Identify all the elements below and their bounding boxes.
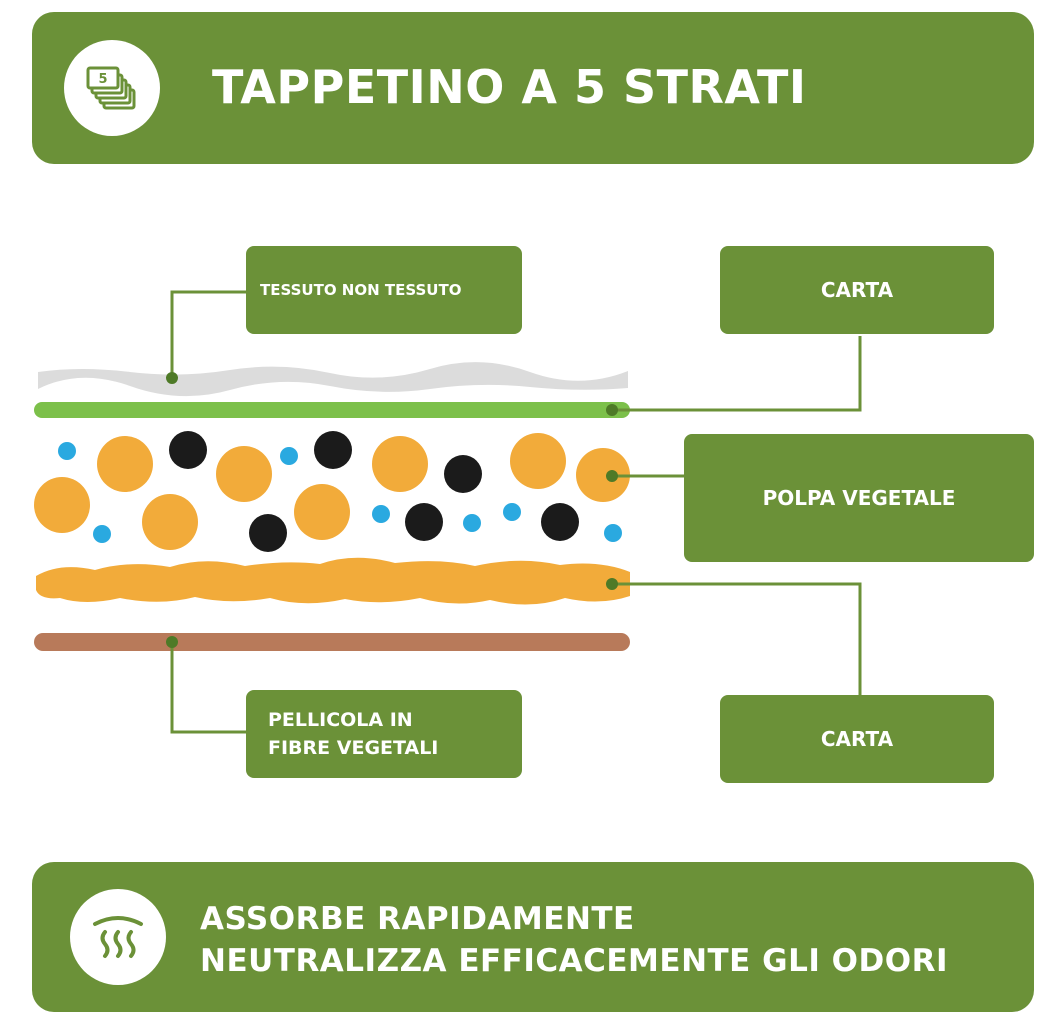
pulp-orange-particle [97, 436, 153, 492]
nonwoven-layer [38, 362, 628, 397]
label-paper-top-text: CARTA [820, 278, 894, 302]
label-film-line1: PELLICOLA IN [268, 709, 413, 731]
badge-number: 5 [98, 72, 107, 87]
pulp-orange-particle [216, 446, 272, 502]
connector-film [170, 642, 246, 734]
pulp-orange-particle [576, 448, 630, 502]
label-film-line2: FIBRE VEGETALI [268, 737, 439, 759]
footer-banner: ASSORBE RAPIDAMENTE NEUTRALIZZA EFFICACE… [32, 862, 1034, 1012]
pulp-black-particle [444, 455, 482, 493]
stacked-layers-icon: 5 [86, 66, 136, 110]
pulp-blue-particle [93, 525, 111, 543]
header-banner: 5 TAPPETINO A 5 STRATI [32, 12, 1034, 164]
paper-top-layer [34, 402, 630, 418]
connector-dot [606, 578, 618, 590]
pulp-blue-particle [503, 503, 521, 521]
header-badge: 5 [64, 40, 160, 136]
connector-dot [606, 404, 618, 416]
film-layer [34, 633, 630, 651]
footer-line-1: ASSORBE RAPIDAMENTE [200, 901, 635, 937]
pulp-black-particle [314, 431, 352, 469]
label-paper-bottom-text: CARTA [820, 727, 894, 751]
paper-bottom-layer [36, 557, 630, 605]
pulp-orange-particle [294, 484, 350, 540]
label-nonwoven-text: TESSUTO NON TESSUTO [260, 281, 462, 299]
label-paper-bottom: CARTA [720, 695, 994, 783]
page-title: TAPPETINO A 5 STRATI [212, 60, 807, 114]
pulp-orange-particle [142, 494, 198, 550]
label-nonwoven: TESSUTO NON TESSUTO [246, 246, 522, 334]
connector-paper-top [612, 336, 862, 412]
pulp-orange-particle [372, 436, 428, 492]
pulp-blue-particle [604, 524, 622, 542]
footer-badge [70, 889, 166, 985]
label-film: PELLICOLA IN FIBRE VEGETALI [246, 690, 522, 778]
pulp-black-particle [405, 503, 443, 541]
connector-dot [166, 372, 178, 384]
label-pulp-text: POLPA VEGETALE [762, 486, 956, 510]
label-paper-top: CARTA [720, 246, 994, 334]
pulp-blue-particle [463, 514, 481, 532]
connector-dot [606, 470, 618, 482]
pulp-blue-particle [280, 447, 298, 465]
pulp-layer [34, 431, 630, 552]
connector-paper-bottom [612, 582, 862, 695]
footer-line-2: NEUTRALIZZA EFFICACEMENTE GLI ODORI [200, 943, 949, 979]
pulp-orange-particle [510, 433, 566, 489]
connector-dot [166, 636, 178, 648]
pulp-black-particle [249, 514, 287, 552]
pulp-blue-particle [58, 442, 76, 460]
pulp-orange-particle [34, 477, 90, 533]
pulp-blue-particle [372, 505, 390, 523]
pulp-black-particle [541, 503, 579, 541]
label-pulp: POLPA VEGETALE [684, 434, 1034, 562]
odor-waves-icon [93, 916, 143, 958]
connector-nonwoven [170, 290, 246, 378]
pulp-black-particle [169, 431, 207, 469]
